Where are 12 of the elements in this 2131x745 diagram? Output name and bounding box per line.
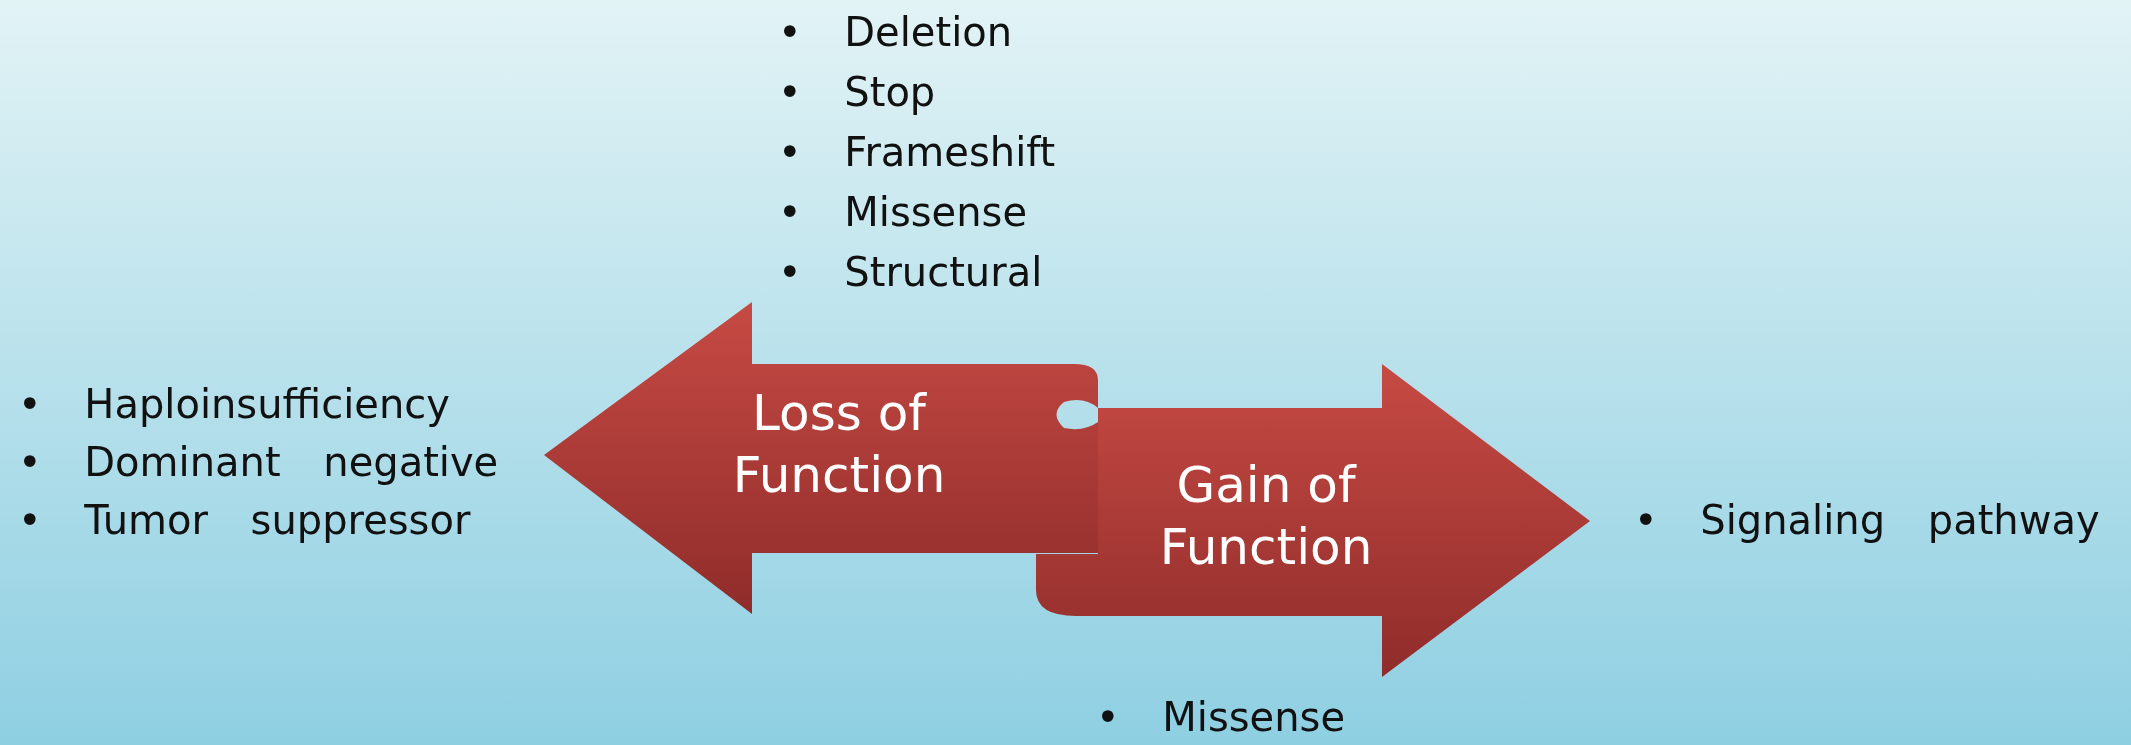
arrow-label: Loss of Function — [731, 383, 947, 506]
bullet-item: • Frameshift — [778, 128, 1056, 176]
bullet-item: • Tumor suppressor — [18, 496, 471, 544]
bullet-item: • Dominant negative — [18, 438, 499, 486]
bullet-item: • Signaling pathway — [1634, 496, 2100, 544]
bullet-item: • Stop — [778, 68, 936, 116]
arrow-label: Gain of Function — [1158, 455, 1374, 578]
bullet-item: • Haploinsufficiency — [18, 380, 450, 428]
bullet-item: • Deletion — [778, 8, 1013, 56]
bullet-item: • Missense — [1096, 693, 1346, 741]
bullet-item: • Structural — [778, 248, 1043, 296]
bullet-item: • Missense — [778, 188, 1028, 236]
